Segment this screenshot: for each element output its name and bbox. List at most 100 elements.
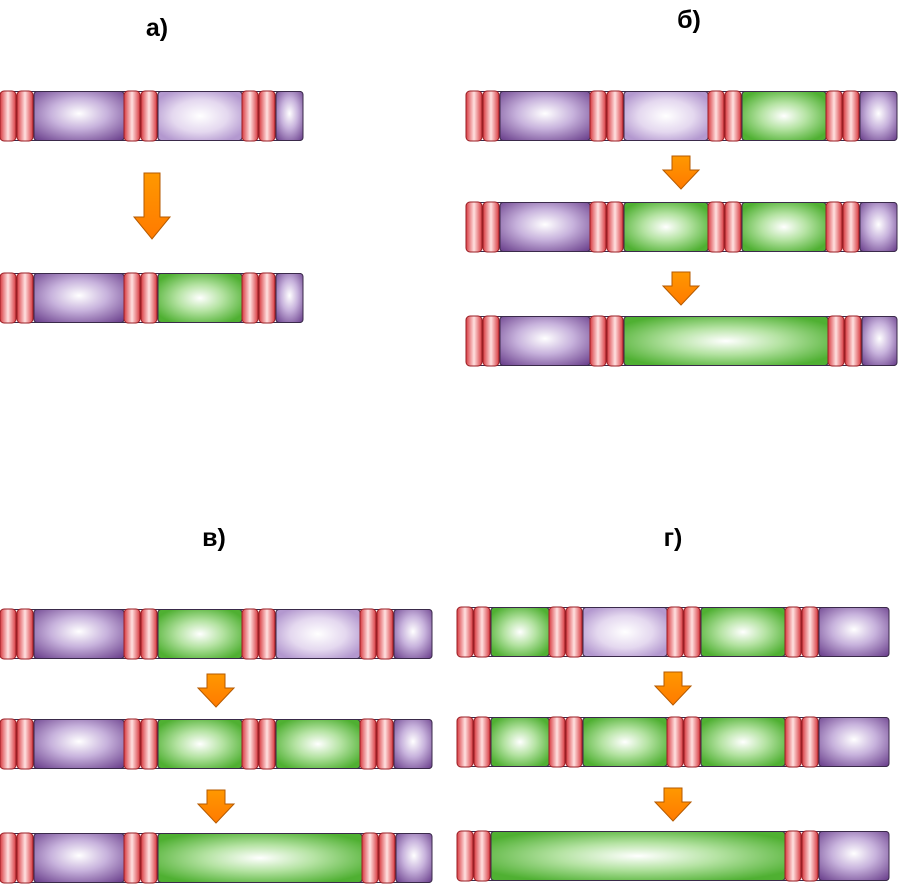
separator-block [666,716,701,768]
purple-segment [275,91,304,141]
green-segment [700,717,786,767]
panel-label-d: г) [664,524,683,552]
separator-block [589,315,624,367]
gene-row [0,272,304,324]
purple-segment [33,833,125,883]
purple-segment [393,609,433,659]
purple-segment [499,316,591,366]
purple-segment [859,202,898,252]
purple-segment [275,273,304,323]
separator-block [825,90,860,142]
separator-block [123,608,158,660]
separator-block [825,201,860,253]
panel-label-b: б) [677,6,701,34]
separator-block [707,201,742,253]
lavender-segment [623,91,709,141]
green-segment [157,273,243,323]
separator-block [827,315,862,367]
separator-block [123,832,158,884]
separator-block [456,830,491,882]
separator-block [241,90,276,142]
separator-block [784,606,819,658]
separator-block [784,716,819,768]
separator-block [548,606,583,658]
purple-segment [33,609,125,659]
green-segment [490,607,550,657]
green-segment [490,831,786,881]
down-arrow-icon [196,789,236,824]
purple-segment [33,91,125,141]
separator-block [123,90,158,142]
gene-row [456,606,890,658]
separator-block [589,201,624,253]
transition-arrows [132,155,701,824]
separator-block [123,272,158,324]
down-arrow-icon [653,787,693,822]
green-segment [623,202,709,252]
down-arrow-icon [653,671,693,706]
green-segment [700,607,786,657]
purple-segment [393,719,433,769]
separator-block [361,832,396,884]
green-segment [157,609,243,659]
separator-block [241,608,276,660]
gene-row [0,832,433,884]
gene-row [456,830,890,882]
separator-block [784,830,819,882]
lavender-segment [582,607,668,657]
purple-segment [818,607,890,657]
panel-label-c: в) [202,524,226,552]
separator-block [241,272,276,324]
green-segment [157,833,363,883]
purple-segment [499,91,591,141]
purple-segment [818,717,890,767]
green-segment [741,202,827,252]
lavender-segment [157,91,243,141]
separator-block [0,832,34,884]
separator-block [241,718,276,770]
gene-row [465,90,898,142]
separator-block [465,315,500,367]
separator-block [465,201,500,253]
separator-block [465,90,500,142]
panel-label-a: а) [146,14,168,42]
purple-segment [859,91,898,141]
gene-rows [0,90,898,884]
separator-block [359,718,394,770]
gene-row [465,315,898,367]
gene-row [456,716,890,768]
purple-segment [818,831,890,881]
gene-row [0,608,433,660]
separator-block [548,716,583,768]
down-arrow-icon [661,155,701,190]
separator-block [0,718,34,770]
gene-row [0,90,304,142]
purple-segment [33,273,125,323]
green-segment [741,91,827,141]
green-segment [582,717,668,767]
separator-block [707,90,742,142]
purple-segment [861,316,898,366]
separator-block [0,90,34,142]
separator-block [359,608,394,660]
separator-block [666,606,701,658]
separator-block [123,718,158,770]
green-segment [623,316,829,366]
purple-segment [33,719,125,769]
down-arrow-icon [661,271,701,306]
separator-block [589,90,624,142]
gene-row [0,718,433,770]
separator-block [456,716,491,768]
separator-block [0,272,34,324]
down-arrow-icon [196,673,236,708]
gene-row [465,201,898,253]
green-segment [275,719,361,769]
purple-segment [395,833,433,883]
lavender-segment [275,609,361,659]
purple-segment [499,202,591,252]
green-segment [157,719,243,769]
green-segment [490,717,550,767]
down-arrow-icon [132,172,172,240]
separator-block [0,608,34,660]
